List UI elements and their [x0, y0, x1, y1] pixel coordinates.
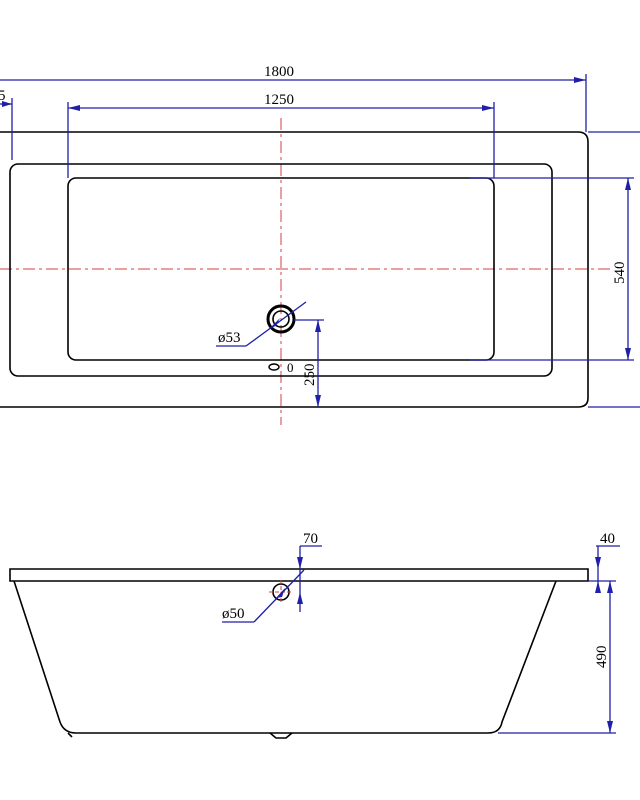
- leader-waste-diameter: ø53: [216, 301, 307, 347]
- tub-side-body: [13, 580, 557, 734]
- waste-diameter-label: ø53: [218, 330, 241, 346]
- dimension-overflow-offset: 70: [297, 531, 322, 612]
- dimension-depth: 490: [498, 580, 616, 734]
- plan-view: 1800 5 1250 5: [0, 64, 640, 425]
- dimension-overall-length: 1800: [0, 64, 587, 132]
- overflow-offset-label: 70: [303, 531, 318, 547]
- dimension-waste-offset: 250: [294, 319, 324, 407]
- leader-overflow-diameter: ø50: [222, 569, 305, 623]
- overflow-diameter-label: ø50: [222, 606, 245, 622]
- waste-outlet-outer: [266, 304, 296, 334]
- depth-label: 490: [594, 646, 610, 669]
- dimension-overall-width: [588, 131, 640, 408]
- waste-outlet-inner: [272, 310, 290, 328]
- overflow-mark-label: 0: [287, 360, 294, 375]
- dimension-inner-width: 540: [470, 177, 634, 361]
- dimension-rim-thickness: 40: [595, 531, 620, 593]
- tub-outer-rim: [0, 131, 589, 408]
- dimension-inner-length: 1250: [67, 92, 495, 178]
- inner-length-label: 1250: [264, 92, 294, 108]
- side-view: 70 ø50 40 490: [9, 531, 620, 739]
- overall-length-label: 1800: [264, 64, 294, 80]
- tub-inner-rim: [9, 163, 553, 377]
- tub-side-waste-fitting: [269, 732, 293, 739]
- rim-thickness-label: 40: [600, 531, 615, 547]
- tub-side-foot-left: [67, 732, 73, 738]
- left-offset-label: 5: [0, 88, 6, 104]
- tub-basin-floor: [67, 177, 495, 361]
- inner-width-label: 540: [612, 262, 628, 285]
- dimension-left-offset: 5: [0, 88, 13, 160]
- waste-offset-label: 250: [302, 364, 318, 387]
- overflow-mark-symbol: [268, 363, 280, 371]
